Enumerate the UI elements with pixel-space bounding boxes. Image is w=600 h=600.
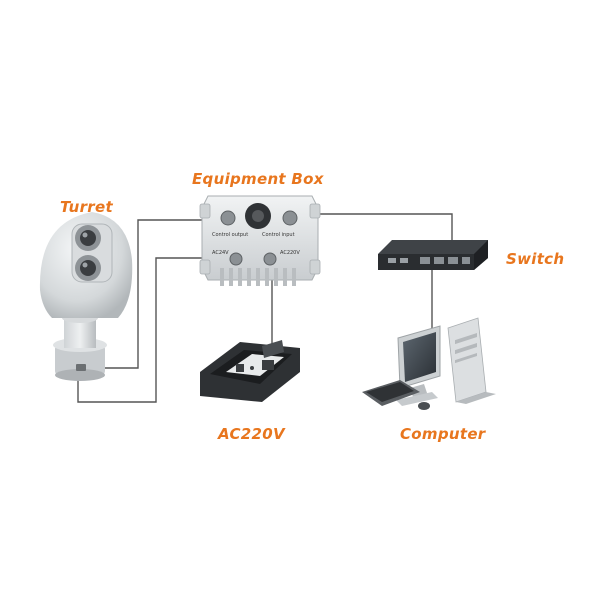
computer-mouse [418,402,430,410]
label-equipment-box: Equipment Box [192,170,324,188]
port-label-control-input: Control input [262,232,295,238]
label-switch: Switch [506,250,565,268]
ac220v-socket-device [200,340,300,402]
wire-turret-control [88,219,218,369]
computer-device [362,317,496,410]
port-label-ac220v: AC220V [280,250,300,256]
port-control-input [282,210,298,226]
label-turret: Turret [60,198,113,216]
port-ac220v [263,252,277,266]
turret-device [39,212,133,381]
switch-device [378,240,488,270]
port-label-ac24v: AC24V [212,250,229,256]
computer-screen [403,332,436,382]
wire-box-switch [294,213,453,248]
wire-turret-power [77,257,226,403]
label-ac220v: AC220V [218,425,285,443]
port-control-output [220,210,236,226]
label-computer: Computer [400,425,486,443]
equipment-box-fins [220,268,296,286]
port-ac24v [229,252,243,266]
equipment-box-device: Control output Control input AC24V AC220… [199,195,321,286]
port-label-control-output: Control output [212,232,248,238]
